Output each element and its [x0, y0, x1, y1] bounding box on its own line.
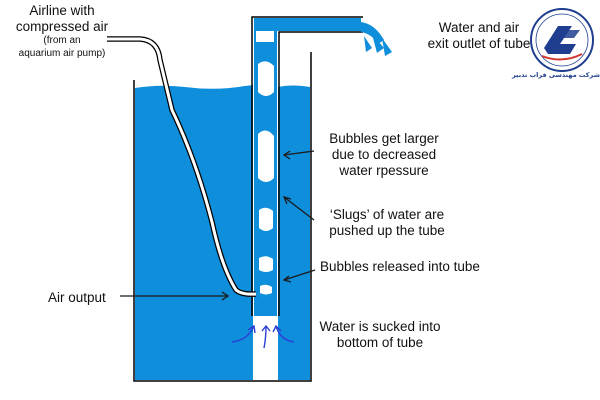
arrow-bubbles-released	[282, 269, 316, 283]
arrow-slugs	[282, 195, 315, 221]
air-output-label: Air output	[48, 290, 106, 305]
arrow-air-output	[120, 291, 230, 301]
exit-outlet-label-line2: exit outlet of tube	[427, 36, 531, 52]
outlet-drop-2	[372, 34, 384, 53]
annotation-arrows	[120, 150, 316, 301]
company-name-text: شرکت مهندسی فراب تدبیر	[512, 71, 600, 79]
airline-label-sub2: aquarium air pump)	[18, 47, 106, 59]
bubble-large-2	[258, 130, 274, 182]
exit-outlet-label: Water and air exit outlet of tube	[424, 20, 534, 52]
tank-water-right	[278, 85, 310, 380]
lift-tube-outline	[251, 16, 363, 316]
airline-label-line2: compressed air	[15, 19, 109, 35]
bubbles-larger-label-line3: water rpessure	[339, 163, 429, 179]
bubbles-larger-label-line2: due to decreased	[331, 147, 437, 163]
bubble-release	[260, 284, 272, 295]
company-logo-icon	[530, 8, 594, 72]
outlet-drop-3	[382, 38, 392, 56]
arrow-bubbles-larger	[282, 150, 315, 160]
suction-arrow-right	[272, 324, 295, 343]
outlet-spill	[361, 22, 384, 44]
bubble-medium	[259, 207, 273, 231]
water-sucked-label: Water is sucked into bottom of tube	[316, 319, 444, 351]
bubble-small	[259, 256, 273, 272]
airline-hose-inner	[107, 37, 257, 296]
tank-outline	[133, 52, 312, 382]
slugs-label-line1: ‘Slugs’ of water are	[329, 207, 445, 222]
exit-outlet-label-line1: Water and air	[438, 20, 520, 35]
outlet-drop-1	[364, 36, 372, 52]
airline-label: Airline with compressed air (from an aqu…	[0, 3, 124, 60]
suction-arrow-center	[261, 324, 271, 349]
bubble-top	[256, 31, 274, 42]
slugs-label-line2: pushed up the tube	[329, 223, 445, 239]
tank-water	[135, 85, 253, 380]
bubbles-larger-label-line1: Bubbles get larger	[329, 131, 439, 146]
suction-arrow-left	[231, 324, 256, 343]
bubbles-larger-label: Bubbles get larger due to decreased wate…	[320, 131, 448, 180]
suction-arrows	[231, 324, 295, 349]
water-sucked-label-line1: Water is sucked into	[319, 319, 441, 334]
airline-label-line1: Airline with	[29, 3, 95, 18]
bubble-large-1	[258, 61, 274, 96]
outlet-pipe-water	[277, 18, 361, 31]
slugs-label: ‘Slugs’ of water are pushed up the tube	[320, 207, 454, 239]
water-sucked-label-line2: bottom of tube	[336, 335, 424, 351]
bubbles-released-label: Bubbles released into tube	[320, 259, 480, 274]
airline-label-sub1: (from an	[43, 35, 81, 47]
